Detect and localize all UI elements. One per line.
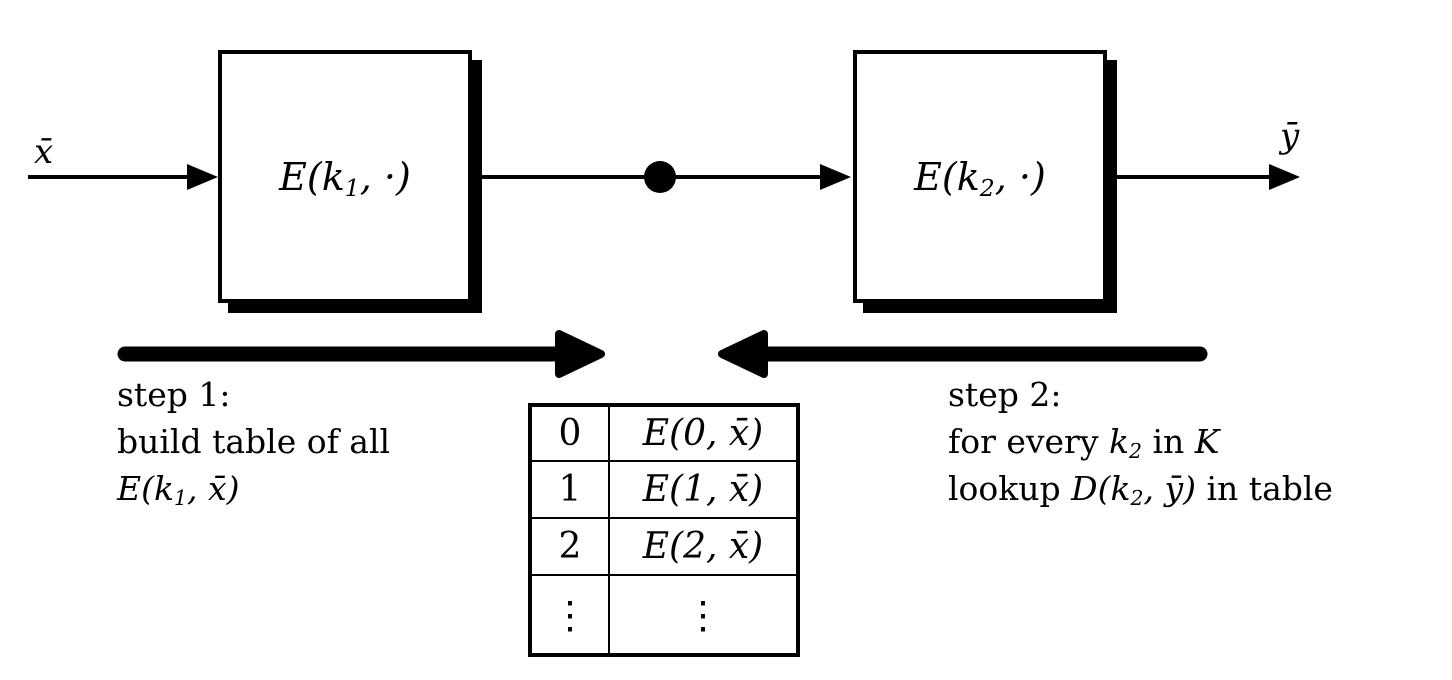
key-space-symbol: K <box>1194 422 1220 461</box>
step1-text-block: step 1: build table of all E(k1, x̄) <box>117 371 390 512</box>
encryption-box-2-label: E(k2, ·) <box>914 154 1046 202</box>
step1-line3: E(k1, x̄) <box>117 469 240 511</box>
step2-text-block: step 2: for every k2 in K lookup D(k2, ȳ… <box>948 371 1333 512</box>
table-row: ⋮ ⋮ <box>532 574 796 653</box>
step1-line1: step 1: <box>117 375 231 414</box>
middle-arrowhead-icon <box>820 164 851 190</box>
output-label: ȳ <box>1280 116 1300 156</box>
input-arrowhead-icon <box>187 164 218 190</box>
step2-line3: lookup D(k2, ȳ) in table <box>948 469 1333 511</box>
table-key-cell: 0 <box>532 407 610 460</box>
encryption-box-1-label: E(k1, ·) <box>279 154 411 202</box>
table-row: 2 E(2, x̄) <box>532 517 796 574</box>
table-row: 0 E(0, x̄) <box>532 407 796 460</box>
output-arrowhead-icon <box>1269 164 1300 190</box>
table-key-cell: ⋮ <box>532 576 610 653</box>
table-value-cell: E(1, x̄) <box>642 469 764 510</box>
step2-thick-arrowhead-icon <box>718 330 768 378</box>
step1-thick-arrowhead-icon <box>555 330 605 378</box>
table-key-cell: 2 <box>532 519 610 574</box>
junction-dot-icon <box>644 161 676 193</box>
table-value-cell: ⋮ <box>684 592 722 637</box>
encryption-box-1: E(k1, ·) <box>218 50 472 303</box>
encryption-box-2: E(k2, ·) <box>853 50 1107 303</box>
table-row: 1 E(1, x̄) <box>532 460 796 517</box>
step2-line1: step 2: <box>948 375 1062 414</box>
table-value-cell: E(0, x̄) <box>642 413 764 454</box>
step2-line2: for every k2 in K <box>948 422 1220 464</box>
input-label: x̄ <box>34 132 54 172</box>
table-value-cell: E(2, x̄) <box>642 526 764 567</box>
lookup-table: 0 E(0, x̄) 1 E(1, x̄) 2 E(2, x̄) ⋮ ⋮ <box>528 403 800 657</box>
table-key-cell: 1 <box>532 462 610 517</box>
step1-line2: build table of all <box>117 422 391 461</box>
